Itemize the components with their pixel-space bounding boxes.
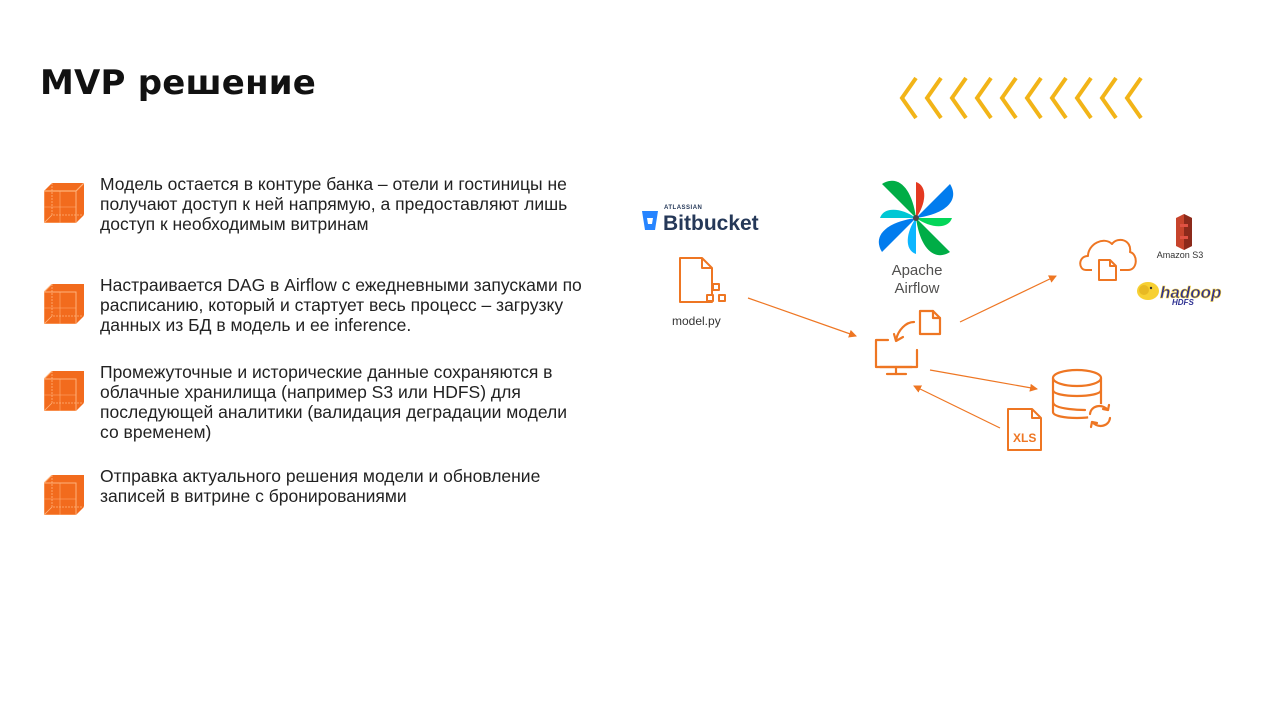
cloud-file-icon	[1079, 238, 1137, 281]
airflow-label-line1: Apache	[892, 262, 943, 279]
chevron-left-icon	[1099, 76, 1118, 120]
bitbucket-label: Bitbucket	[663, 212, 759, 235]
file-icon	[679, 257, 726, 303]
airflow-label-line2: Airflow	[894, 280, 939, 297]
arrow-airflow-to-db	[929, 369, 1038, 392]
xls-file-icon	[1007, 408, 1042, 451]
amazon-s3-label: Amazon S3	[1157, 250, 1204, 260]
chevron-left-icon	[899, 76, 918, 120]
airflow-pinwheel-icon	[878, 180, 954, 256]
bullet-text: Отправка актуального решения модели и об…	[100, 466, 541, 506]
arrow-xls-to-airflow	[913, 385, 1001, 429]
cube-icon	[44, 284, 84, 324]
arrow-airflow-to-cloud	[959, 275, 1057, 323]
arrow-model-to-airflow	[747, 297, 857, 338]
bullet-item: Промежуточные и исторические данные сохр…	[44, 362, 604, 442]
bullet-text: Промежуточные и исторические данные сохр…	[100, 362, 568, 442]
slide-title: MVP решение	[40, 63, 317, 103]
chevrons-decoration	[899, 76, 1143, 120]
cube-icon	[44, 183, 84, 223]
bullet-item: Модель остается в контуре банка – отели …	[44, 174, 604, 243]
monitor-icon	[874, 309, 942, 376]
hadoop-label: hadoop	[1160, 283, 1221, 302]
bullet-text: Модель остается в контуре банка – отели …	[100, 174, 568, 234]
bitbucket-logo-icon	[642, 211, 658, 230]
chevron-left-icon	[1124, 76, 1143, 120]
hdfs-label: HDFS	[1172, 298, 1194, 307]
xls-label: XLS	[1013, 431, 1036, 445]
bullet-text: Настраивается DAG в Airflow с ежедневным…	[100, 275, 582, 335]
database-sync-icon	[1051, 368, 1112, 429]
chevron-left-icon	[924, 76, 943, 120]
chevron-left-icon	[1049, 76, 1068, 120]
chevron-left-icon	[999, 76, 1018, 120]
chevron-left-icon	[1074, 76, 1093, 120]
bullet-item: Настраивается DAG в Airflow с ежедневным…	[44, 275, 604, 344]
bitbucket-small-label: ATLASSIAN	[664, 205, 702, 211]
chevron-left-icon	[974, 76, 993, 120]
hadoop-elephant-icon	[1137, 282, 1159, 300]
cube-icon	[44, 371, 84, 411]
chevron-left-icon	[949, 76, 968, 120]
cube-icon	[44, 475, 84, 515]
model-file-label: model.py	[672, 314, 721, 328]
bullet-item: Отправка актуального решения модели и об…	[44, 466, 604, 535]
amazon-s3-icon	[1176, 214, 1192, 250]
chevron-left-icon	[1024, 76, 1043, 120]
